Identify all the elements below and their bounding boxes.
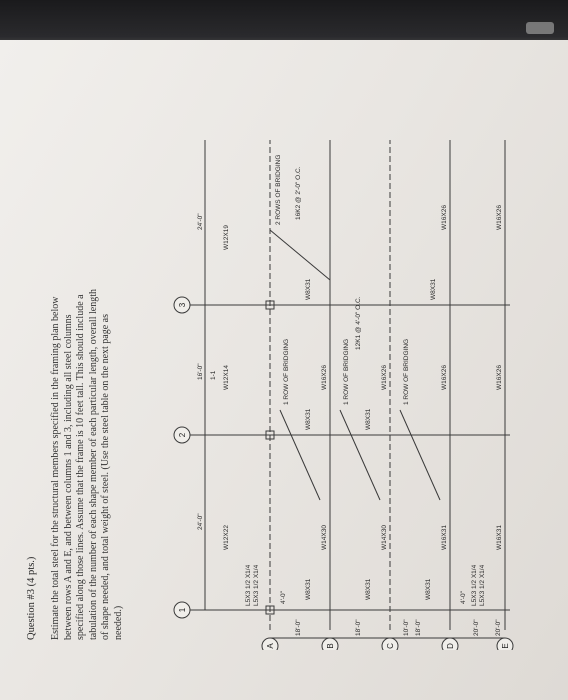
beam-label: W16X26 [496, 205, 503, 230]
bridging-note: 1 ROW OF BRIDGING [403, 339, 410, 405]
joist-note: 16K2 @ 2'-0" O.C. [295, 166, 302, 220]
span-dimension: 20'-0" [473, 619, 480, 636]
span-dimension: 24'-0" [197, 513, 204, 530]
grid-bubble [173, 296, 191, 314]
span-dimension: 20'-0" [495, 619, 502, 636]
column-label: 1 [178, 607, 187, 612]
beam-label: W12X14 [223, 365, 230, 390]
bridging-note: 1 ROW OF BRIDGING [283, 339, 290, 405]
beam-label: W16X26 [441, 205, 448, 230]
lintel-label: L5X3 1/2 X1/4 [479, 564, 486, 606]
girder-label: W8X31 [305, 408, 312, 430]
row-label: A [266, 643, 275, 649]
extra-dimension: 4'-0" [460, 590, 467, 604]
rotated-page: Question #3 (4 pts.) Estimate the total … [20, 100, 520, 680]
lintel-label: L5X3 1/2 X1/4 [253, 564, 260, 606]
question-line: of shape needed, and total weight of ste… [100, 314, 111, 640]
beam-label: W12X22 [223, 525, 230, 550]
bridging-note: 1 ROW OF BRIDGING [343, 339, 350, 405]
lintel-label: L5X3 1/2 X1/4 [471, 564, 478, 606]
question-body: Estimate the total steel for the structu… [50, 160, 125, 640]
paper-sheet: Question #3 (4 pts.) Estimate the total … [0, 40, 568, 700]
bridging-line [339, 409, 381, 501]
section-label: 1-1 [210, 370, 217, 380]
girder-label: W8X31 [305, 278, 312, 300]
bridging-line [399, 409, 441, 501]
column-marker [265, 300, 275, 310]
beam-label: W14X30 [321, 525, 328, 550]
bridging-note: 2 ROWS OF BRIDGING [275, 155, 282, 225]
grid-bubble [173, 601, 191, 619]
row-label: D [446, 643, 455, 649]
lintel-label: L5X3 1/2 X1/4 [245, 564, 252, 606]
framing-plan-drawing: 1 2 3 A B C D E 24'-0" 16'-0" 24'-0" 1-1… [173, 140, 514, 655]
girder-label: W8X31 [365, 408, 372, 430]
beam-label: W16X26 [496, 365, 503, 390]
question-line: specified along those lines. Assume that… [75, 294, 86, 640]
extra-dimension: 4'-0" [280, 590, 287, 604]
span-dimension: 18'-0" [355, 619, 362, 636]
girder-label: W8X31 [365, 578, 372, 600]
girder-label: W8X31 [425, 578, 432, 600]
question-title: Question #3 (4 pts.) [26, 556, 37, 640]
bridging-line [269, 229, 331, 281]
question-line: between rows A and E, and between column… [62, 314, 74, 640]
girder-label: W8X31 [305, 578, 312, 600]
column-marker [265, 430, 275, 440]
row-label: C [386, 643, 395, 649]
question-line: tabulation of the number of each shape m… [87, 289, 99, 640]
grid-bubble [173, 426, 191, 444]
beam-label: W12X19 [223, 225, 230, 250]
span-dimension: 18'-0" [415, 619, 422, 636]
question-line: needed.) [112, 605, 124, 640]
column-label: 2 [178, 432, 187, 437]
girder-label: W8X31 [430, 278, 437, 300]
keyboard-key [526, 22, 554, 34]
beam-label: W16X31 [496, 525, 503, 550]
row-label: B [326, 643, 335, 648]
span-dimension: 18'-0" [295, 619, 302, 636]
beam-label: W16X26 [381, 365, 388, 390]
column-marker [265, 605, 275, 615]
span-dimension: 24'-0" [197, 213, 204, 230]
question-line: Estimate the total steel for the structu… [50, 296, 61, 640]
beam-label: W16X31 [441, 525, 448, 550]
row-label: E [501, 643, 510, 648]
span-dimension: 16'-0" [197, 363, 204, 380]
column-label: 3 [178, 302, 187, 307]
beam-label: W16X26 [321, 365, 328, 390]
beam-label: W16X26 [441, 365, 448, 390]
beam-label: W14X30 [381, 525, 388, 550]
joist-note: 12K1 @ 4'-0" O.C. [355, 296, 362, 350]
extra-dimension: 10'-0" [403, 619, 410, 636]
bridging-line [279, 409, 321, 501]
framing-plan: 1 2 3 A B C D E 24'-0" 16'-0" 24'-0" 1-1… [160, 130, 520, 655]
